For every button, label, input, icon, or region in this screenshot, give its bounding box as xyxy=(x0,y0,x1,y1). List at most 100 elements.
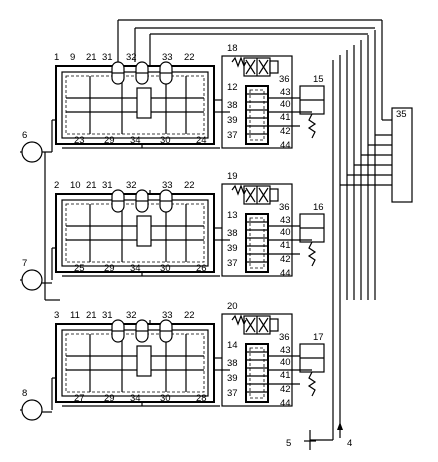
controller-box xyxy=(391,107,413,203)
cylinder-dashed xyxy=(65,75,205,135)
port-44-label: 44 xyxy=(280,268,291,279)
chamber-label: 9 xyxy=(70,52,75,63)
port-41-label: 41 xyxy=(280,370,291,381)
cylinder-label: 3 xyxy=(54,310,59,321)
sensor-32-label: 32 xyxy=(126,310,137,321)
cylinder-dashed xyxy=(65,333,205,393)
valve-label: 18 xyxy=(227,43,238,54)
piston-block xyxy=(136,215,152,247)
gauge-lines xyxy=(42,151,60,413)
spring-valve-label: 36 xyxy=(279,202,290,213)
sensor-31-label: 31 xyxy=(102,180,113,191)
sensor-31-label: 31 xyxy=(102,52,113,63)
chamber-label: 11 xyxy=(70,310,80,321)
port-38-label: 38 xyxy=(227,100,238,111)
port-37-label: 37 xyxy=(227,388,238,399)
rod-right-label: 30 xyxy=(160,263,171,274)
valve-housing xyxy=(221,183,293,277)
port-41-label: 41 xyxy=(280,240,291,251)
cylinder-frame xyxy=(55,65,215,145)
controller-label: 35 xyxy=(396,109,407,120)
pressure-gauge xyxy=(21,399,43,421)
rod-b-label: 22 xyxy=(184,180,195,191)
switch-label: 17 xyxy=(313,332,324,343)
cylinder-inner xyxy=(61,71,209,139)
valve-label: 19 xyxy=(227,171,238,182)
piston-label: 34 xyxy=(130,135,141,146)
drain-line-label: 4 xyxy=(347,438,352,449)
port-37-label: 37 xyxy=(227,130,238,141)
bottom-right-label: 24 xyxy=(196,135,207,146)
sensor-33-label: 33 xyxy=(162,310,173,321)
bottom-left-label: 25 xyxy=(74,263,85,274)
port-43-label: 43 xyxy=(280,345,291,356)
port-43-label: 43 xyxy=(280,87,291,98)
rod-right-label: 30 xyxy=(160,135,171,146)
block-label: 13 xyxy=(227,210,238,221)
port-40-label: 40 xyxy=(280,357,291,368)
piston-block xyxy=(136,87,152,119)
pressure-gauge xyxy=(21,269,43,291)
cylinder-label: 1 xyxy=(54,52,59,63)
bottom-right-label: 26 xyxy=(196,263,207,274)
port-40-label: 40 xyxy=(280,227,291,238)
port-44-label: 44 xyxy=(280,140,291,151)
rod-a-label: 21 xyxy=(86,180,97,191)
valve-housing xyxy=(221,55,293,149)
gauge-label: 7 xyxy=(22,258,27,269)
port-44-label: 44 xyxy=(280,398,291,409)
cylinder-dashed xyxy=(65,203,205,263)
supply-line-label: 5 xyxy=(286,438,291,449)
bottom-left-label: 27 xyxy=(74,393,85,404)
port-39-label: 39 xyxy=(227,373,238,384)
port-38-label: 38 xyxy=(227,358,238,369)
rod-under-label: 29 xyxy=(104,135,115,146)
sensor-32-label: 32 xyxy=(126,52,137,63)
port-40-label: 40 xyxy=(280,99,291,110)
switch-label: 16 xyxy=(313,202,324,213)
valve-label: 20 xyxy=(227,301,238,312)
spring-valve-label: 36 xyxy=(279,332,290,343)
pressure-gauge xyxy=(21,141,43,163)
sensor-33-label: 33 xyxy=(162,180,173,191)
control-block xyxy=(245,343,269,403)
rod-a-label: 21 xyxy=(86,52,97,63)
port-42-label: 42 xyxy=(280,384,291,395)
block-label: 12 xyxy=(227,82,238,93)
cylinder-frame xyxy=(55,323,215,403)
gauge-label: 6 xyxy=(22,130,27,141)
piston-label: 34 xyxy=(130,263,141,274)
port-39-label: 39 xyxy=(227,115,238,126)
block-label: 14 xyxy=(227,340,238,351)
piston-block xyxy=(136,345,152,377)
rod-a-label: 21 xyxy=(86,310,97,321)
rod-under-label: 29 xyxy=(104,263,115,274)
valve-housing xyxy=(221,313,293,407)
rod-b-label: 22 xyxy=(184,52,195,63)
port-42-label: 42 xyxy=(280,254,291,265)
rod-b-label: 22 xyxy=(184,310,195,321)
port-41-label: 41 xyxy=(280,112,291,123)
rod-under-label: 29 xyxy=(104,393,115,404)
port-39-label: 39 xyxy=(227,243,238,254)
cylinder-inner xyxy=(61,329,209,397)
port-43-label: 43 xyxy=(280,215,291,226)
cylinder-frame xyxy=(55,193,215,273)
port-38-label: 38 xyxy=(227,228,238,239)
switch-label: 15 xyxy=(313,74,324,85)
spring-valve-label: 36 xyxy=(279,74,290,85)
bottom-left-label: 23 xyxy=(74,135,85,146)
piston-label: 34 xyxy=(130,393,141,404)
sensor-31-label: 31 xyxy=(102,310,113,321)
control-block xyxy=(245,213,269,273)
chamber-label: 10 xyxy=(70,180,81,191)
rod-right-label: 30 xyxy=(160,393,171,404)
sensor-33-label: 33 xyxy=(162,52,173,63)
cylinder-label: 2 xyxy=(54,180,59,191)
sensor-32-label: 32 xyxy=(126,180,137,191)
